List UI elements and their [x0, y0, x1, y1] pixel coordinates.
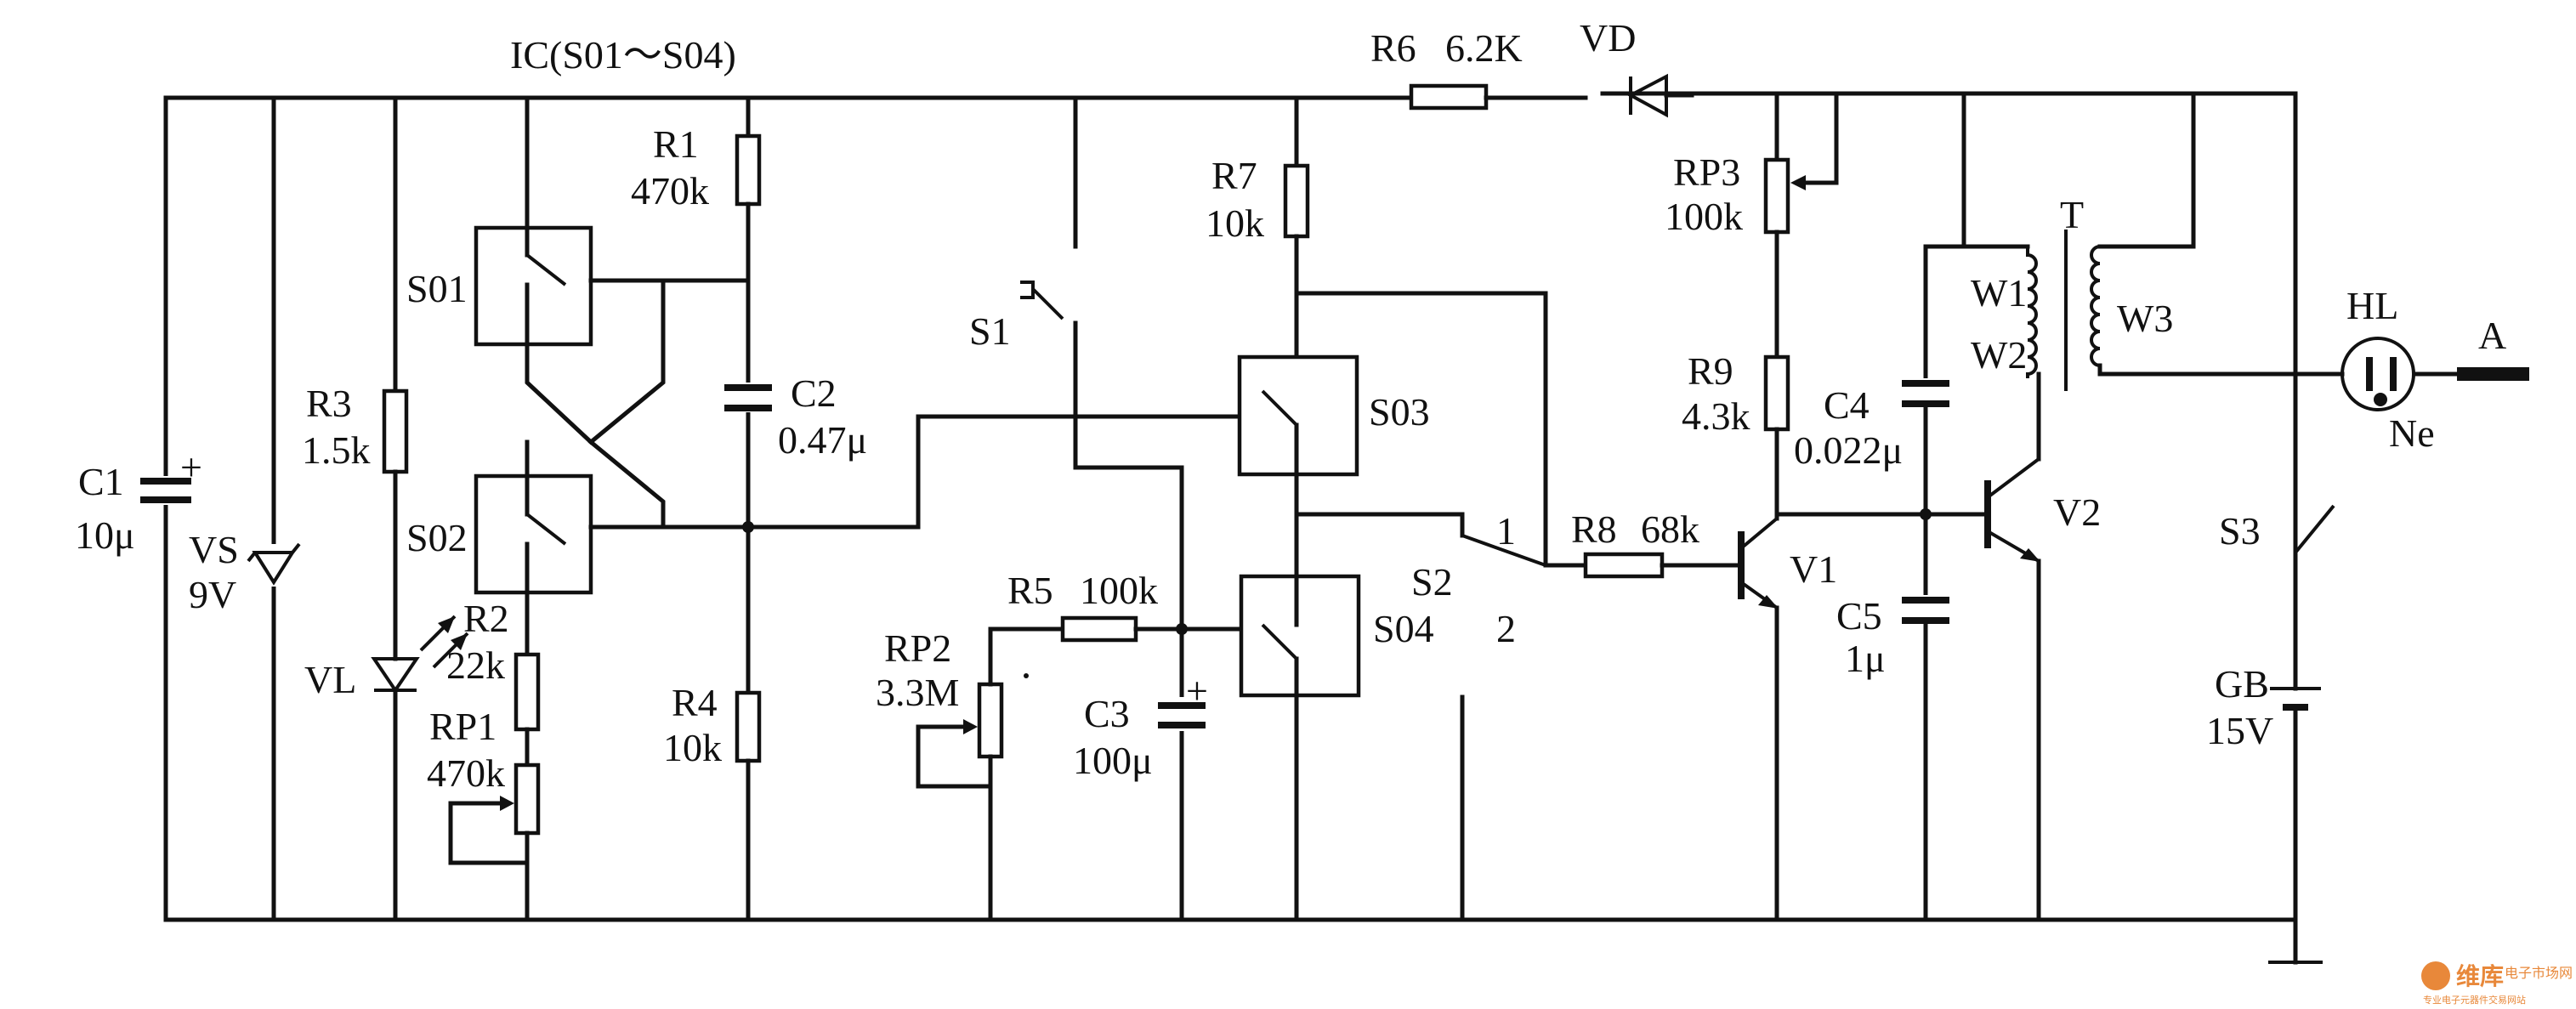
switch-s3 — [2293, 91, 2335, 691]
r5-name: R5 — [1007, 569, 1053, 612]
watermark-tagline: 专业电子元器件交易网站 — [2423, 994, 2526, 1006]
c5-value: 1μ — [1845, 637, 1886, 680]
switch-s02 — [474, 439, 921, 657]
gb-value: 15V — [2206, 709, 2273, 752]
watermark: 维库 电子市场网 专业电子元器件交易网站 — [2421, 961, 2573, 1006]
s3-name: S3 — [2219, 509, 2261, 553]
rp2-name: RP2 — [884, 626, 951, 670]
r7-name: R7 — [1211, 154, 1257, 197]
resistor-r4 — [735, 690, 762, 922]
potentiometer-rp1 — [448, 762, 541, 922]
c3-value: 100μ — [1073, 739, 1153, 782]
c3-name: C3 — [1084, 692, 1130, 735]
v1-name: V1 — [1790, 547, 1837, 591]
r2-name: R2 — [463, 597, 509, 640]
r4-value: 10k — [663, 726, 722, 769]
resistor-r1 — [735, 95, 762, 385]
resistor-r2 — [513, 652, 541, 768]
gb-name: GB — [2215, 662, 2269, 706]
c4-name: C4 — [1824, 383, 1870, 427]
battery-gb — [2268, 687, 2323, 965]
r1-value: 470k — [631, 169, 709, 213]
c2-name: C2 — [791, 371, 837, 415]
t-w1: W1 — [1971, 271, 2027, 315]
rp3-value: 100k — [1665, 195, 1743, 238]
s04-label: S04 — [1373, 607, 1434, 650]
capacitor-c4 — [1900, 244, 1951, 598]
c1-name: C1 — [78, 460, 124, 503]
t-name: T — [2060, 193, 2084, 236]
switch-s03 — [1237, 354, 1359, 572]
transformer-t — [1923, 91, 2345, 391]
r1-name: R1 — [653, 122, 699, 166]
wire-c2-to-s03 — [916, 414, 1242, 530]
c3-plus: + — [1186, 669, 1208, 712]
s02-label: S02 — [406, 516, 468, 559]
c2-value: 0.47μ — [778, 418, 867, 462]
s2-name: S2 — [1411, 560, 1453, 604]
vs-value: 9V — [189, 573, 236, 616]
switch-s01 — [474, 95, 751, 445]
transistor-v2 — [1923, 371, 2041, 922]
rp1-name: RP1 — [429, 705, 496, 748]
r4-name: R4 — [672, 681, 718, 724]
neon-lamp-hl — [2341, 337, 2529, 411]
r3-name: R3 — [306, 382, 352, 425]
r8-value: 68k — [1641, 507, 1699, 551]
v2-name: V2 — [2053, 490, 2101, 534]
s2-pos2: 2 — [1496, 607, 1516, 650]
c1-plus: + — [180, 445, 202, 489]
r9-value: 4.3k — [1682, 394, 1750, 438]
switch-s04 — [1239, 512, 1465, 922]
s2-pos1: 1 — [1496, 509, 1516, 553]
c4-value: 0.022μ — [1794, 428, 1903, 472]
watermark-brand: 维库 — [2456, 962, 2504, 990]
r2-value: 22k — [446, 643, 505, 687]
switch-s2 — [1460, 534, 1546, 922]
t-w2: W2 — [1971, 333, 2027, 377]
rp3-name: RP3 — [1673, 150, 1740, 194]
potentiometer-rp3 — [1763, 91, 1839, 360]
potentiometer-rp2 — [916, 639, 1029, 922]
watermark-site: 电子市场网 — [2505, 965, 2573, 981]
hl-name: HL — [2346, 284, 2398, 327]
r3-vl-branch — [371, 95, 469, 922]
r7-value: 10k — [1206, 201, 1264, 245]
resistor-r9 — [1763, 354, 1790, 521]
a-label: A — [2478, 314, 2506, 357]
rp1-value: 470k — [427, 751, 505, 795]
r6-value: 6.2K — [1445, 26, 1523, 70]
r3-value: 1.5k — [302, 428, 371, 472]
t-w3: W3 — [2117, 297, 2173, 340]
rp2-value: 3.3M — [876, 671, 959, 714]
s1-name: S1 — [969, 309, 1011, 353]
r5-value: 100k — [1080, 569, 1158, 612]
s01-label: S01 — [406, 267, 468, 310]
r9-name: R9 — [1688, 349, 1733, 393]
top-rail — [163, 91, 2298, 100]
resistor-r8 — [1543, 552, 1744, 579]
capacitor-c1 — [140, 95, 191, 922]
diode-vd — [1626, 73, 1694, 118]
c5-name: C5 — [1836, 594, 1882, 638]
ne-label: Ne — [2389, 411, 2435, 455]
c1-value: 10μ — [75, 513, 135, 557]
resistor-r7 — [1283, 95, 1548, 568]
resistor-r5 — [988, 615, 1244, 644]
vl-name: VL — [304, 658, 356, 701]
r6-name: R6 — [1370, 26, 1416, 70]
capacitor-c5 — [1900, 595, 1951, 922]
r8-name: R8 — [1571, 507, 1617, 551]
capacitor-c3 — [1156, 697, 1207, 731]
zener-vs — [247, 95, 301, 922]
vs-name: VS — [189, 528, 239, 571]
resistor-r6 — [1400, 83, 1588, 111]
vd-name: VD — [1580, 16, 1636, 60]
capacitor-c2 — [723, 383, 774, 695]
s03-label: S03 — [1369, 390, 1430, 434]
pushbutton-s1 — [1020, 95, 1184, 922]
ic-label: IC(S01～S04) — [510, 33, 736, 77]
